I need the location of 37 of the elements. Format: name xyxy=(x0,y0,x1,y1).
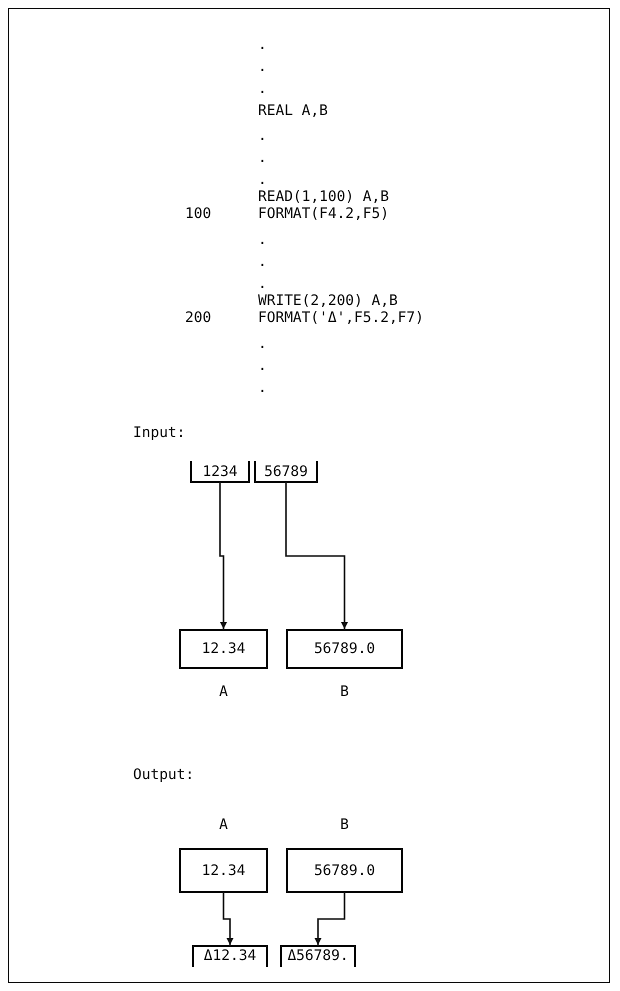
ellipsis-dot: . xyxy=(258,253,267,271)
ellipsis-dot: . xyxy=(258,335,267,353)
input-field: 1234 xyxy=(190,461,250,483)
code-line: READ(1,100) A,B xyxy=(258,188,389,206)
ellipsis-dot: . xyxy=(258,275,267,293)
variable-name: B xyxy=(339,683,350,701)
ellipsis-dot: . xyxy=(258,127,267,145)
section-heading: Output: xyxy=(133,766,194,784)
statement-label: 100 xyxy=(185,205,212,223)
ellipsis-dot: . xyxy=(258,379,267,397)
arrow xyxy=(285,483,348,629)
arrow xyxy=(222,893,234,945)
ellipsis-dot: . xyxy=(258,171,267,189)
code-line: WRITE(2,200) A,B xyxy=(258,292,398,310)
ellipsis-dot: . xyxy=(258,80,267,98)
variable-box: 56789.0 xyxy=(286,629,403,669)
variable-name: A xyxy=(218,816,229,834)
arrow xyxy=(219,483,227,629)
ellipsis-dot: . xyxy=(258,149,267,167)
variable-name: A xyxy=(218,683,229,701)
statement-label: 200 xyxy=(185,309,212,327)
ellipsis-dot: . xyxy=(258,231,267,249)
code-line: FORMAT(F4.2,F5) xyxy=(258,205,389,223)
section-heading: Input: xyxy=(133,424,186,442)
ellipsis-dot: . xyxy=(258,58,267,76)
arrow xyxy=(314,893,346,945)
output-field: Δ12.34 xyxy=(192,945,268,967)
ellipsis-dot: . xyxy=(258,36,267,54)
output-field: Δ56789. xyxy=(280,945,356,967)
variable-box: 12.34 xyxy=(179,629,268,669)
code-line: FORMAT('Δ',F5.2,F7) xyxy=(258,309,424,327)
ellipsis-dot: . xyxy=(258,357,267,375)
variable-box: 56789.0 xyxy=(286,848,403,893)
variable-box: 12.34 xyxy=(179,848,268,893)
input-field: 56789 xyxy=(254,461,318,483)
code-line: REAL A,B xyxy=(258,102,328,120)
variable-name: B xyxy=(339,816,350,834)
